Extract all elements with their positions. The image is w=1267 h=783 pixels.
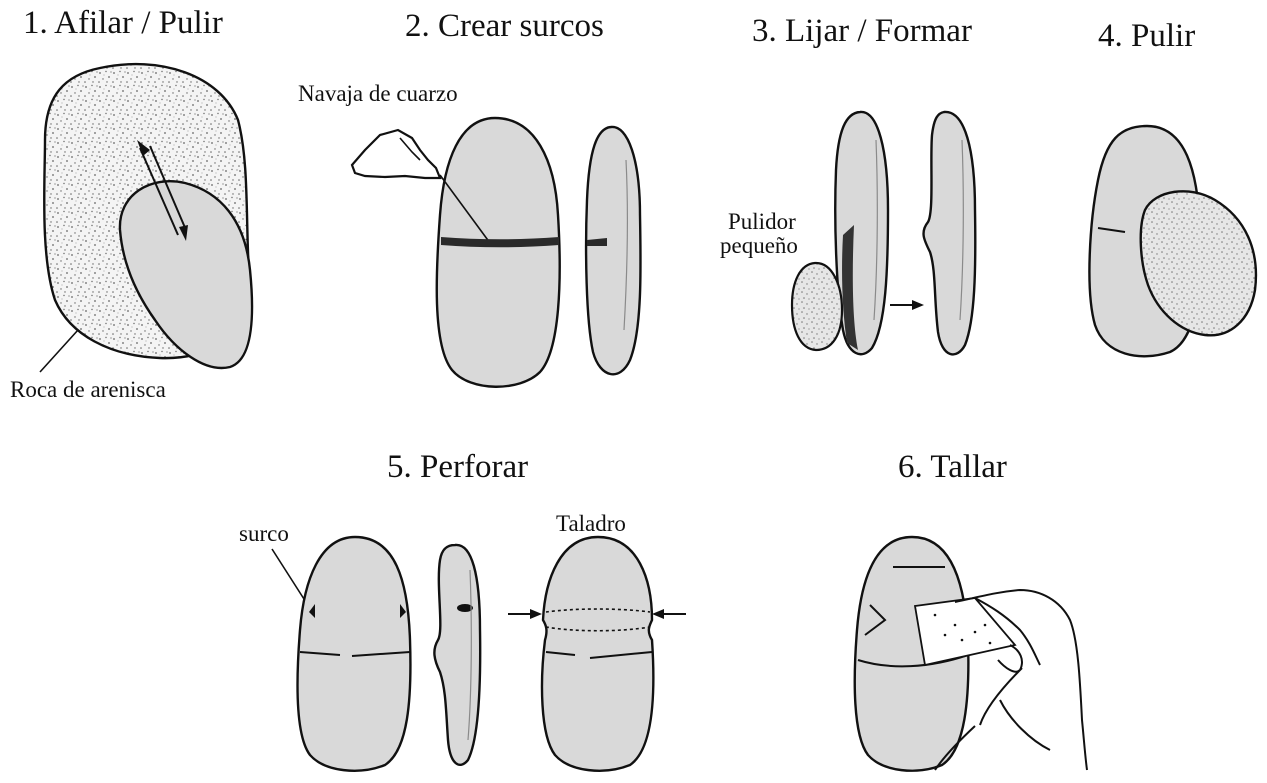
step-6-title: 6. Tallar <box>898 449 1007 485</box>
quartz-blade-icon <box>352 130 440 178</box>
sandstone-label: Roca de arenisca <box>10 377 166 402</box>
stone-being-shaped <box>835 112 888 354</box>
stone-side-drilled <box>434 545 480 765</box>
step-6-carve: 6. Tallar <box>855 449 1087 771</box>
rock-leader-line <box>40 330 78 372</box>
drill-arrow-left-icon <box>508 609 542 619</box>
step-4-polish: 4. Pulir <box>1089 18 1256 356</box>
result-arrow-icon <box>890 300 924 310</box>
drill-label: Taladro <box>556 511 626 536</box>
step-1-sharpen-polish: 1. Afilar / Pulir Roca de arenisca <box>10 5 252 402</box>
step-3-sand-shape: 3. Lijar / Formar Pulidor pequeño <box>720 13 975 354</box>
drill-arrow-right-icon <box>652 609 686 619</box>
step-2-title: 2. Crear surcos <box>405 8 604 44</box>
quartz-blade-label: Navaja de cuarzo <box>298 81 458 106</box>
step-5-title: 5. Perforar <box>387 449 528 485</box>
small-polisher-icon <box>792 263 842 350</box>
step-3-title: 3. Lijar / Formar <box>752 13 972 49</box>
carving-tool-icon <box>915 598 1015 665</box>
step-5-drill: 5. Perforar surco Taladro <box>239 449 686 771</box>
stone-front-view <box>437 118 560 387</box>
shaped-stone-result <box>924 112 976 354</box>
step-2-create-grooves: 2. Crear surcos Navaja de cuarzo <box>298 8 641 387</box>
small-polisher-label-2: pequeño <box>720 233 798 258</box>
stone-side-view <box>586 127 640 374</box>
small-polisher-label-1: Pulidor <box>728 209 796 234</box>
step-1-title: 1. Afilar / Pulir <box>23 5 223 41</box>
groove-label: surco <box>239 521 289 546</box>
step-4-title: 4. Pulir <box>1098 18 1195 54</box>
